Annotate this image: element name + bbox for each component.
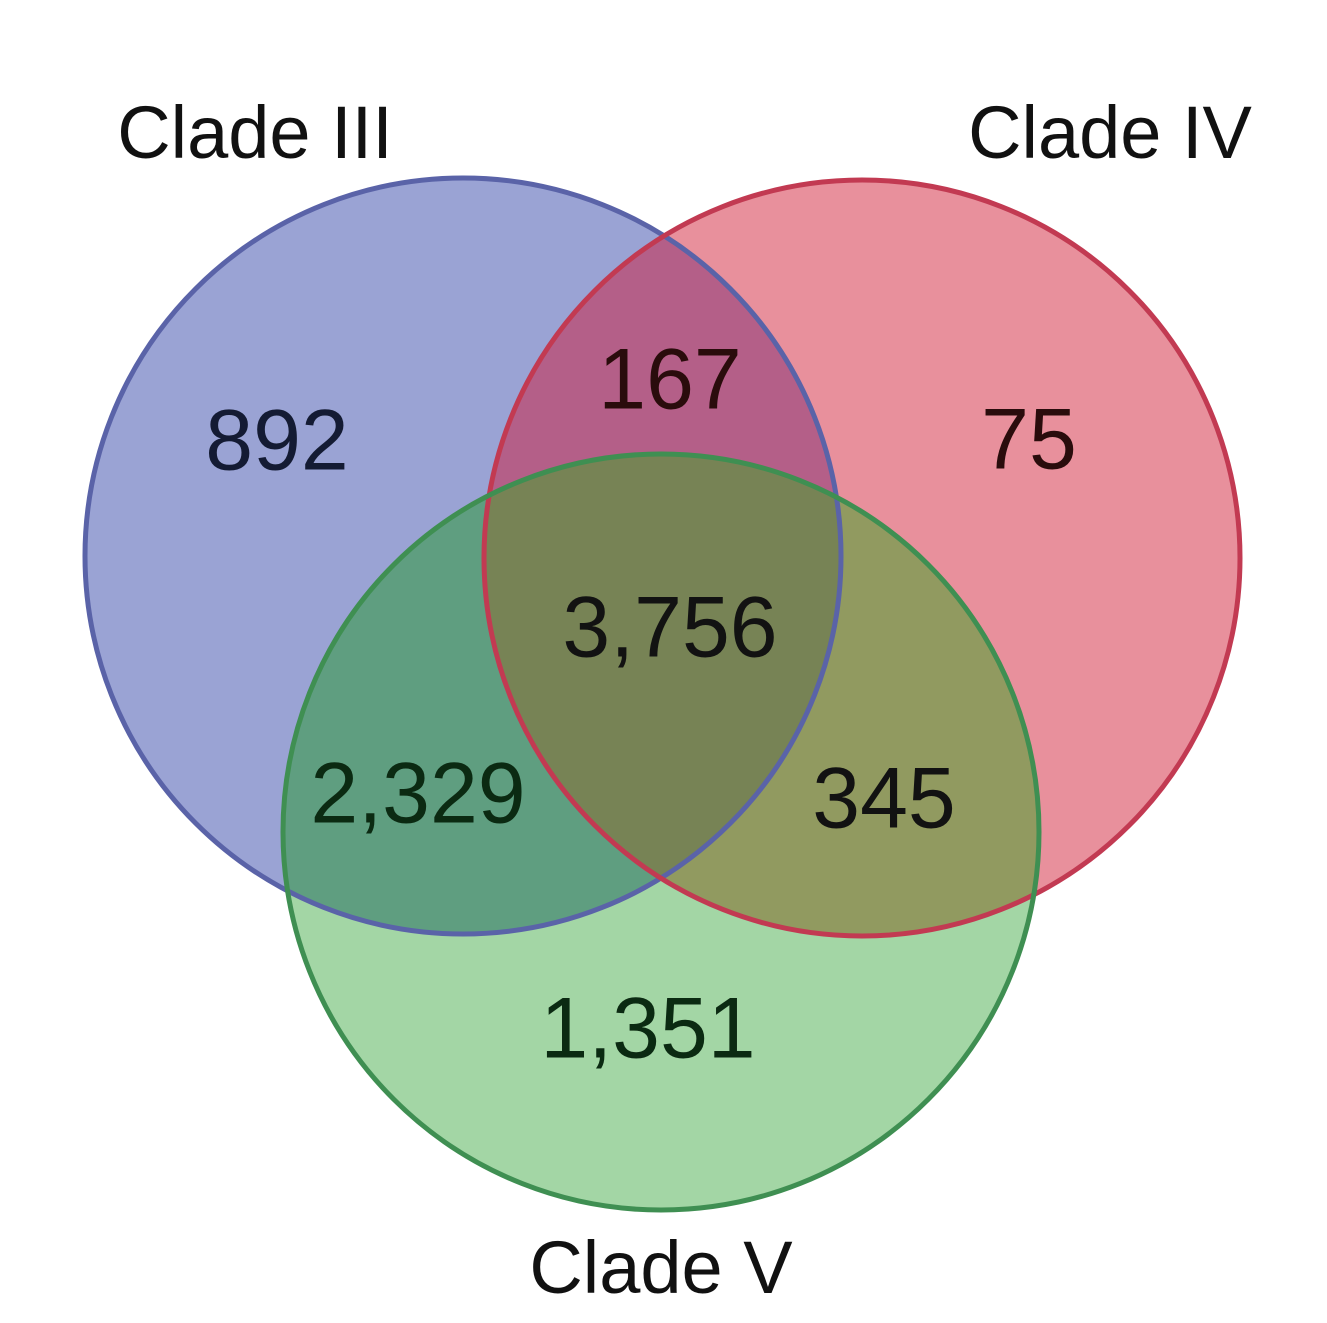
circle-clade-iv-outline — [481, 177, 1243, 939]
overlap-iii-iv-v — [484, 454, 841, 934]
venn-circle-outlines — [82, 175, 1243, 1213]
set-label-clade-iii: Clade III — [117, 91, 393, 174]
count-clade-iv-only: 75 — [981, 392, 1077, 488]
count-clade-iii-only: 892 — [205, 393, 349, 489]
circle-clade-iii-outline — [82, 175, 844, 937]
count-clade-iii-iv: 167 — [598, 332, 742, 428]
circle-clade-v-outline — [280, 451, 1042, 1213]
count-clade-iv-v: 345 — [812, 751, 956, 847]
count-clade-iii-v: 2,329 — [310, 746, 525, 842]
venn-triple-overlap-fill — [484, 454, 841, 934]
set-label-clade-iv: Clade IV — [968, 91, 1252, 174]
count-clade-v-only: 1,351 — [540, 981, 755, 1077]
set-label-clade-v: Clade V — [529, 1226, 793, 1309]
count-all-three: 3,756 — [562, 580, 777, 676]
